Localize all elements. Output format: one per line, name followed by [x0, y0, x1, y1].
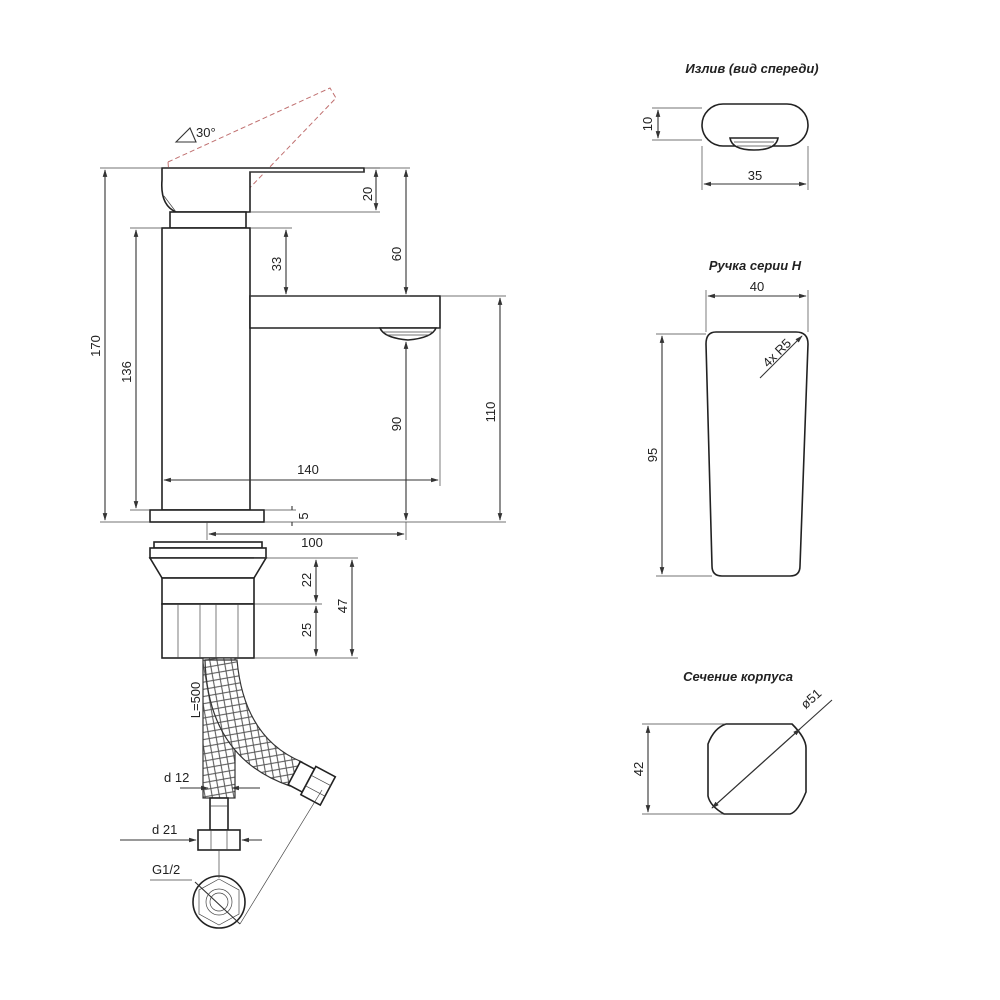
faucet-side-view: 30° 170 136 20 60 33 110 90	[88, 87, 506, 550]
handle-outline	[705, 331, 809, 577]
dim-140: 140	[297, 462, 319, 477]
handle	[160, 167, 365, 213]
fixing-washer	[161, 577, 255, 605]
spout-front-dim-10: 10	[640, 117, 655, 131]
dim-22: 22	[299, 573, 314, 587]
section-dim-diag: ø51	[798, 686, 825, 712]
handle-view: Ручка серии Н 40 95 4x R5	[645, 258, 809, 577]
aerator	[378, 327, 438, 341]
angle-indicator	[174, 127, 197, 143]
dim-d12: d 12	[164, 770, 189, 785]
handle-dim-40: 40	[750, 279, 764, 294]
spout-front-aerator	[729, 137, 779, 151]
handle-title: Ручка серии Н	[709, 258, 802, 273]
dim-110: 110	[483, 402, 498, 423]
cartridge-neck	[169, 211, 247, 229]
dim-hose-length: L=500	[188, 682, 203, 719]
handle-dim-95: 95	[645, 448, 660, 462]
flex-hoses: L=500 d 12 d 21 G1/2	[120, 657, 337, 929]
dim-47: 47	[335, 599, 350, 613]
dim-90: 90	[389, 417, 404, 431]
dim-5: 5	[296, 512, 311, 519]
dim-d21: d 21	[152, 822, 177, 837]
dim-33: 33	[269, 257, 284, 271]
dim-100: 100	[301, 535, 323, 550]
faucet-body	[161, 227, 251, 511]
section-outline	[707, 723, 807, 815]
dim-25: 25	[299, 623, 314, 637]
base-plate	[149, 509, 265, 523]
section-dim-42: 42	[631, 762, 646, 776]
dim-170: 170	[88, 335, 103, 357]
fixing-flange	[148, 557, 268, 579]
hose-nut-end-view	[192, 875, 246, 929]
mounting-assembly: 22 25 47	[148, 541, 358, 659]
spout-front-dim-35: 35	[748, 168, 762, 183]
body-section-view: Сечение корпуса 42 ø51	[631, 669, 833, 815]
fixing-nut	[161, 603, 255, 659]
dim-20: 20	[360, 187, 375, 201]
angle-label: 30°	[196, 125, 216, 140]
spout-front-title: Излив (вид спереди)	[685, 61, 818, 76]
dim-60: 60	[389, 247, 404, 261]
spout	[249, 295, 441, 329]
spout-front-view: Излив (вид спереди) 10 35	[640, 61, 819, 190]
dim-thread: G1/2	[152, 862, 180, 877]
section-title: Сечение корпуса	[683, 669, 793, 684]
hose-nut	[197, 829, 241, 851]
dim-136: 136	[119, 361, 134, 383]
